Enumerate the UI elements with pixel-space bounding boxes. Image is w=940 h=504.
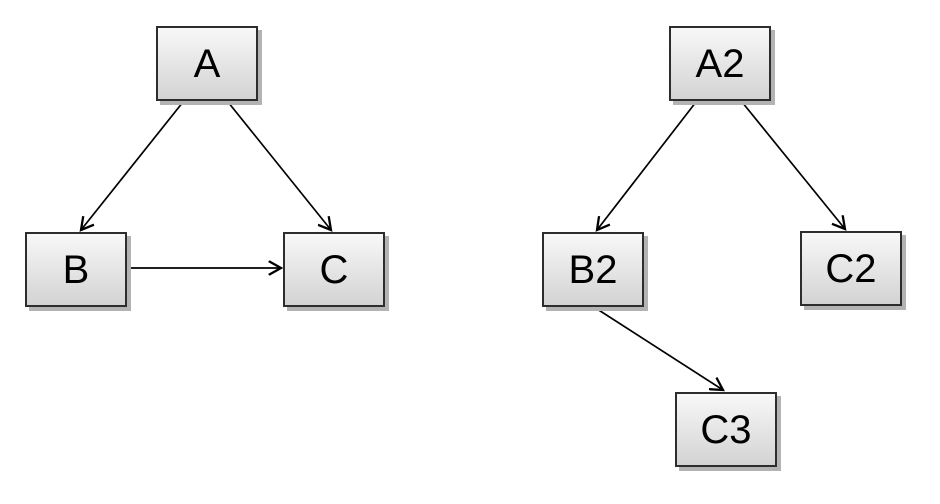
node-B2[interactable]: B2 bbox=[542, 232, 644, 307]
node-B-label: B bbox=[62, 247, 90, 292]
edge-A2-B2 bbox=[597, 101, 697, 230]
edge-B2-C3 bbox=[593, 306, 723, 390]
node-C2[interactable]: C2 bbox=[800, 231, 902, 306]
node-C3[interactable]: C3 bbox=[675, 392, 777, 467]
node-C2-label: C2 bbox=[825, 246, 877, 291]
edge-A-C bbox=[227, 101, 331, 230]
edge-A-B bbox=[81, 101, 184, 230]
node-A-label: A bbox=[193, 41, 221, 86]
edge-A2-C2 bbox=[741, 101, 845, 229]
node-A[interactable]: A bbox=[156, 26, 258, 101]
node-B[interactable]: B bbox=[25, 232, 127, 307]
node-A2-label: A2 bbox=[695, 41, 745, 86]
node-A2[interactable]: A2 bbox=[669, 26, 771, 101]
node-C-label: C bbox=[319, 247, 349, 292]
node-C[interactable]: C bbox=[283, 232, 385, 307]
node-C3-label: C3 bbox=[700, 407, 752, 452]
node-B2-label: B2 bbox=[568, 247, 618, 292]
